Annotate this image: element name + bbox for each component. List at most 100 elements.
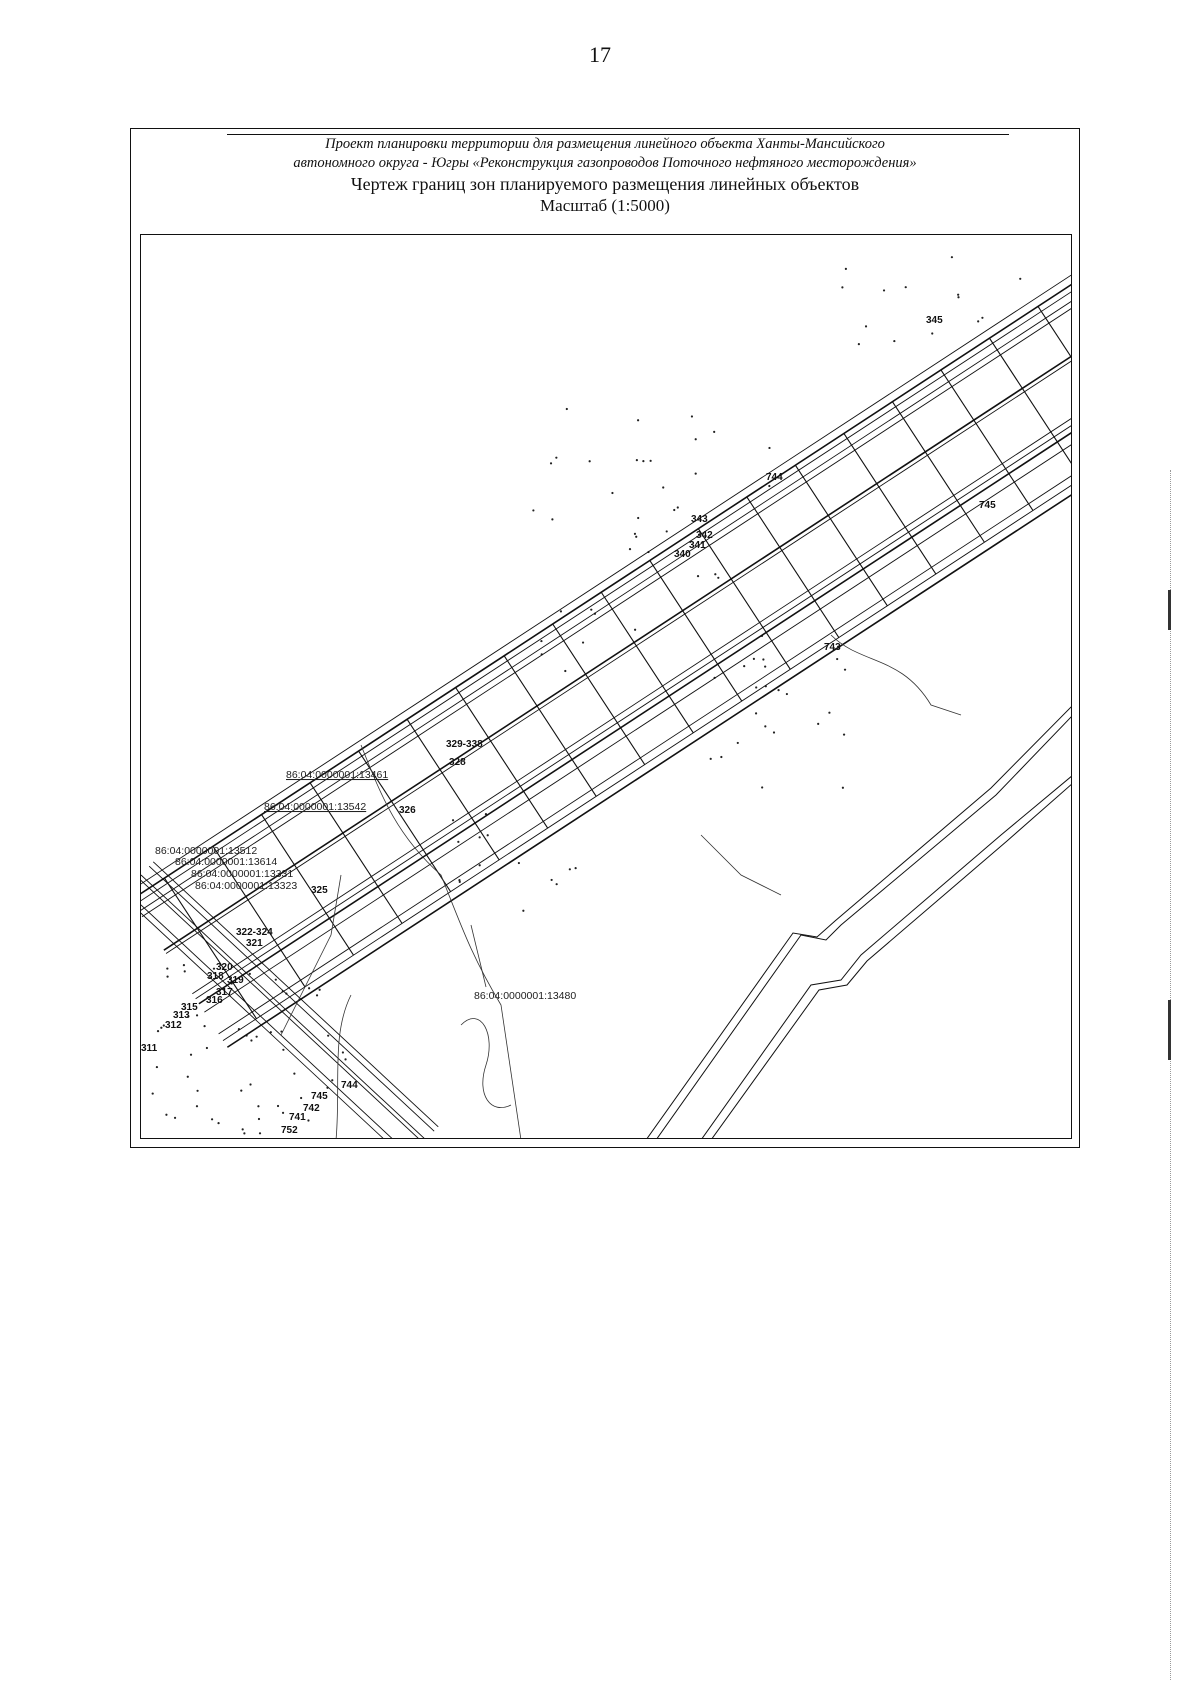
dot — [217, 1122, 220, 1125]
grid-line — [843, 433, 937, 575]
dot — [173, 1116, 177, 1119]
map-drawing: 345744745343342341340743329-338328326325… — [141, 256, 1071, 1138]
dot — [250, 1039, 253, 1042]
point-label: 742 — [303, 1103, 320, 1114]
dot — [195, 1105, 199, 1108]
road-line — [711, 784, 1071, 1138]
dot — [581, 641, 585, 644]
point-label: 744 — [341, 1080, 358, 1091]
dot — [844, 267, 847, 271]
dot — [957, 293, 960, 296]
dot — [633, 628, 637, 631]
dot — [274, 978, 277, 981]
corridor-line — [141, 301, 1071, 911]
grid-line — [1037, 306, 1071, 358]
dot — [532, 509, 535, 512]
corridor-line — [163, 355, 1071, 951]
dot — [864, 325, 868, 328]
corridor-line — [192, 418, 1071, 995]
dot — [642, 459, 645, 463]
dot — [665, 530, 668, 533]
dot — [628, 547, 632, 551]
dot — [341, 1051, 344, 1054]
dot — [743, 665, 746, 668]
contour-line — [360, 744, 522, 1138]
road-line — [656, 716, 1071, 1138]
point-label: 311 — [141, 1043, 158, 1054]
dot — [690, 415, 694, 418]
corridor-line — [141, 274, 1071, 885]
dot — [210, 1118, 214, 1121]
dot — [950, 256, 954, 259]
road-southeast — [646, 706, 1071, 1138]
parcel-label: 86:04:0000001:13323 — [195, 880, 297, 892]
dot — [662, 486, 665, 489]
dot — [717, 576, 720, 579]
road-line — [141, 904, 393, 1138]
dot — [841, 786, 844, 789]
grid-line — [261, 814, 354, 956]
dot — [981, 316, 984, 319]
corridor-line — [141, 283, 1071, 895]
scan-mark — [1168, 590, 1171, 630]
dot — [842, 733, 846, 736]
point-label: 320 — [216, 962, 233, 973]
contour-line — [335, 994, 352, 1138]
dot — [714, 573, 717, 576]
dot — [635, 459, 638, 462]
grid-line — [164, 877, 257, 1019]
dot — [551, 518, 554, 521]
dot — [694, 472, 697, 475]
point-label: 741 — [289, 1112, 306, 1123]
project-title-line-1: Проект планировки территории для размеще… — [325, 136, 885, 152]
road-line — [141, 879, 419, 1138]
dot — [893, 339, 896, 343]
dot — [764, 665, 767, 668]
dot — [768, 484, 771, 488]
dot — [258, 1132, 262, 1135]
dot — [195, 1014, 199, 1017]
point-label: 328 — [449, 757, 466, 768]
road-line — [152, 861, 439, 1128]
parcel-label: 86:04:0000001:13614 — [175, 856, 277, 868]
point-label: 316 — [206, 995, 223, 1006]
corridor-line — [198, 432, 1071, 1005]
pipeline-corridor — [141, 274, 1071, 1048]
corridor-line — [195, 425, 1071, 1000]
drawing-sheet: Проект планировки территории для размеще… — [130, 128, 1080, 1148]
dot — [205, 1046, 209, 1050]
point-label: 315 — [181, 1002, 198, 1013]
dot — [611, 491, 614, 495]
dot — [713, 430, 716, 434]
dot — [257, 1117, 261, 1121]
dot — [957, 296, 960, 299]
drawing-title: Чертеж границ зон планируемого размещени… — [350, 174, 860, 194]
point-label: 312 — [165, 1020, 182, 1031]
grid-line — [940, 369, 1034, 511]
dot — [240, 1089, 243, 1092]
dot — [522, 909, 525, 912]
point-label: 745 — [979, 500, 996, 511]
dot — [331, 1079, 334, 1082]
grid-line — [600, 591, 694, 734]
road-line — [646, 706, 1071, 1138]
dot — [307, 1119, 310, 1122]
dot — [649, 459, 652, 462]
grid-line — [891, 401, 985, 543]
dot — [931, 332, 934, 335]
point-label: 345 — [926, 315, 943, 326]
road-line — [148, 865, 435, 1132]
grid-line — [989, 337, 1071, 464]
point-label: 340 — [674, 549, 691, 560]
parcel-labels: 86:04:0000001:1346186:04:0000001:1354286… — [155, 769, 576, 1002]
dot — [203, 1024, 206, 1028]
point-label: 745 — [311, 1091, 328, 1102]
dot — [162, 1024, 165, 1027]
dot — [478, 864, 481, 867]
point-label: 743 — [824, 642, 841, 653]
dot — [160, 1026, 163, 1029]
dot — [486, 834, 489, 837]
dot — [590, 608, 593, 611]
dot — [1019, 277, 1022, 280]
